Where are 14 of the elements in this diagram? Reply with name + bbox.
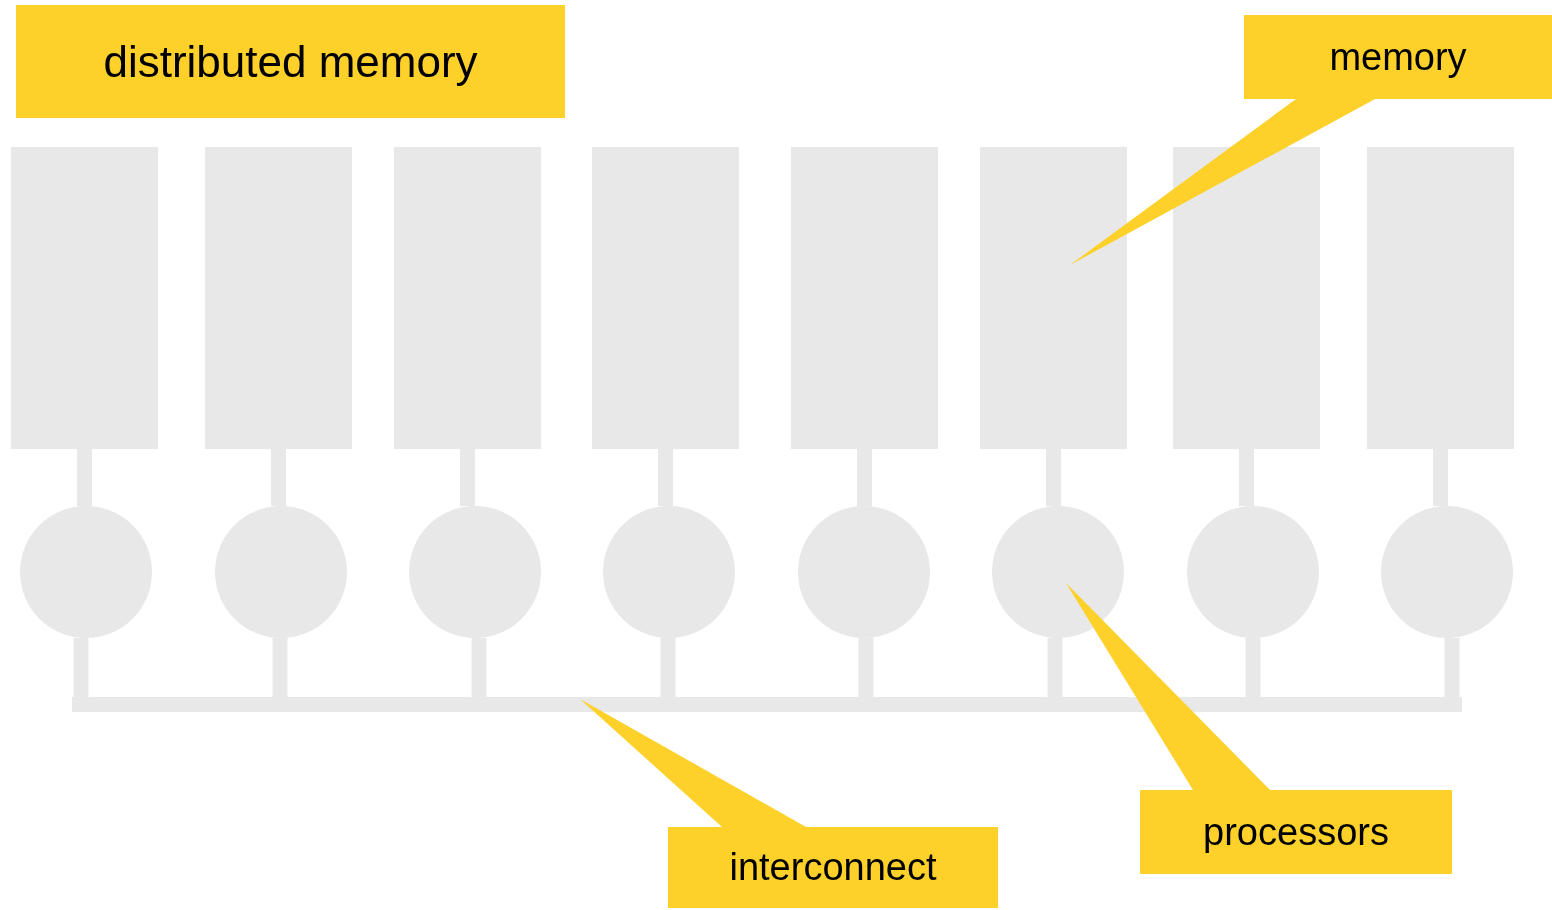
leader-line	[1070, 99, 1375, 265]
callout-box	[1244, 15, 1552, 99]
callout-box	[1140, 790, 1452, 874]
callout-label: processors	[1203, 809, 1389, 855]
leader-line	[1066, 583, 1270, 790]
callout-label: memory	[1329, 34, 1467, 80]
callout-box	[668, 827, 998, 908]
memory-block	[980, 147, 1127, 449]
title-text: distributed memory	[103, 35, 478, 88]
memory-block	[1173, 147, 1320, 449]
leader-line	[580, 699, 806, 827]
title-box	[16, 5, 565, 118]
interconnect-bus	[72, 697, 1462, 712]
callout-label: interconnect	[729, 845, 937, 890]
